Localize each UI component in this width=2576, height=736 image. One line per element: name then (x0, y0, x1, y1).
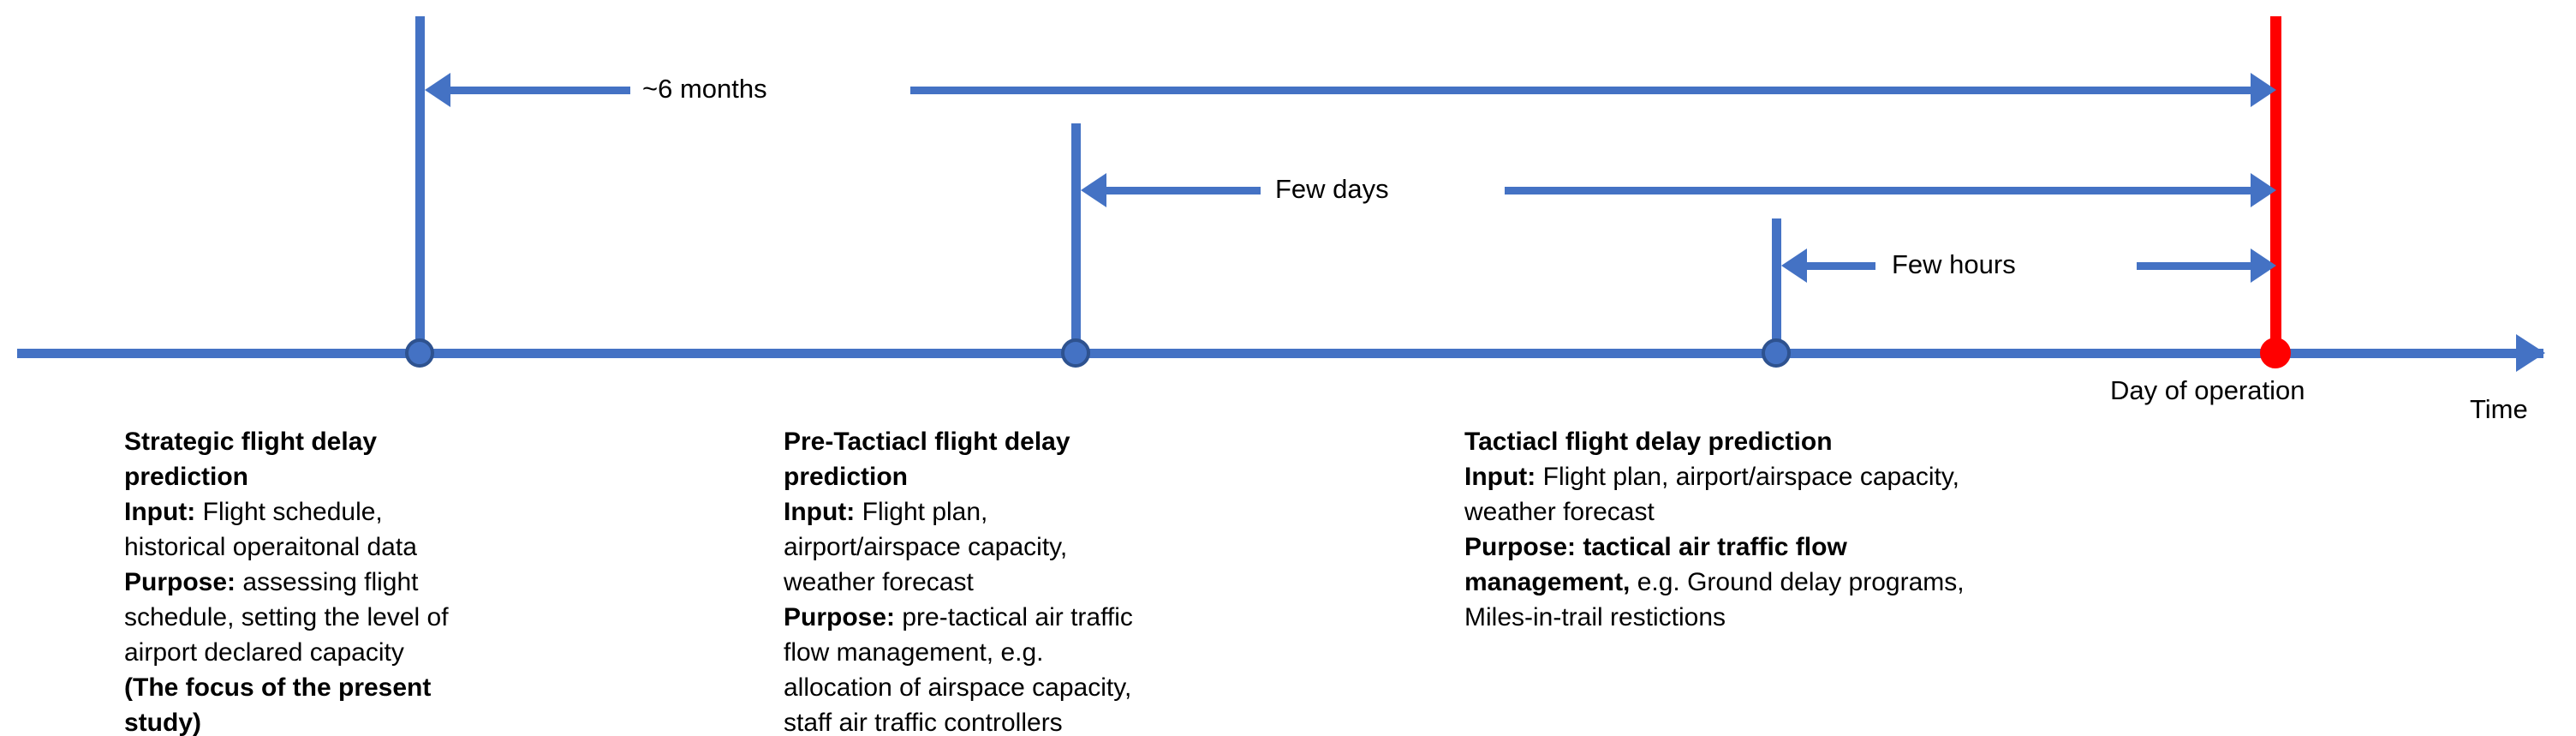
strategic-milestone-stem (415, 16, 425, 355)
few-days-arrowhead-right (2251, 173, 2276, 207)
time-axis-line (17, 349, 2543, 358)
pre-tactical-purpose-text: pre-tactical air traffic flow management… (784, 603, 1133, 736)
time-axis-arrowhead (2516, 334, 2545, 372)
tactical-purpose-text: e.g. Ground delay programs, Miles-in-tra… (1464, 568, 1965, 631)
pre-tactical-purpose-lead: Purpose: (784, 603, 896, 631)
tactical-milestone-dot (1762, 338, 1791, 368)
tactical-input-text: Flight plan, airport/airspace capacity, … (1464, 463, 1959, 526)
pre-tactical-input-text: Flight plan, airport/airspace capacity, … (784, 498, 1068, 596)
strategic-input: Input: Flight schedule, historical opera… (124, 494, 467, 565)
strategic-milestone-dot (405, 338, 434, 368)
pre-tactical-milestone-stem (1071, 123, 1081, 355)
pre-tactical-purpose: Purpose: pre-tactical air traffic flow m… (784, 600, 1142, 736)
six-months-label: ~6 months (642, 74, 767, 104)
strategic-input-lead: Input: (124, 498, 196, 526)
few-hours-arrowhead-right (2251, 248, 2276, 283)
few-hours-right-segment (2137, 262, 2251, 270)
few-days-label: Few days (1275, 174, 1389, 204)
description-block-pre-tactical: Pre-Tactiacl flight delay prediction Inp… (784, 424, 1142, 736)
six-months-left-segment (450, 87, 630, 94)
few-days-left-segment (1106, 187, 1261, 194)
strategic-purpose-text: assessing flight schedule, setting the l… (124, 568, 449, 667)
few-days-arrowhead-left (1081, 173, 1106, 207)
strategic-title: Strategic flight delay prediction (124, 428, 378, 491)
time-axis-label: Time (2470, 394, 2528, 424)
tactical-title: Tactiacl flight delay prediction (1464, 428, 1833, 456)
tactical-purpose: Purpose: tactical air traffic flow manag… (1464, 530, 1987, 635)
description-block-strategic: Strategic flight delay prediction Input:… (124, 424, 467, 736)
strategic-input-text: Flight schedule, historical operaitonal … (124, 498, 417, 561)
tactical-input: Input: Flight plan, airport/airspace cap… (1464, 459, 1987, 530)
pre-tactical-milestone-dot (1061, 338, 1090, 368)
few-hours-left-segment (1807, 262, 1875, 270)
strategic-purpose-lead: Purpose: (124, 568, 236, 596)
tactical-input-lead: Input: (1464, 463, 1536, 491)
few-hours-arrowhead-left (1781, 248, 1807, 283)
tactical-milestone-stem (1772, 218, 1781, 355)
six-months-arrowhead-left (425, 73, 450, 107)
description-block-tactical: Tactiacl flight delay prediction Input: … (1464, 424, 1987, 635)
six-months-right-segment (910, 87, 2251, 94)
strategic-purpose: Purpose: assessing flight schedule, sett… (124, 565, 467, 670)
six-months-arrowhead-right (2251, 73, 2276, 107)
day-of-operation-dot (2260, 338, 2291, 368)
day-of-operation-label: Day of operation (2110, 375, 2305, 405)
tactical-purpose-lead: Purpose: tactical air traffic flow manag… (1464, 533, 1847, 596)
strategic-footnote: (The focus of the present study) (124, 673, 432, 736)
few-days-right-segment (1505, 187, 2251, 194)
pre-tactical-input-lead: Input: (784, 498, 856, 526)
pre-tactical-input: Input: Flight plan, airport/airspace cap… (784, 494, 1142, 600)
few-hours-label: Few hours (1892, 249, 2016, 279)
pre-tactical-title: Pre-Tactiacl flight delay prediction (784, 428, 1070, 491)
